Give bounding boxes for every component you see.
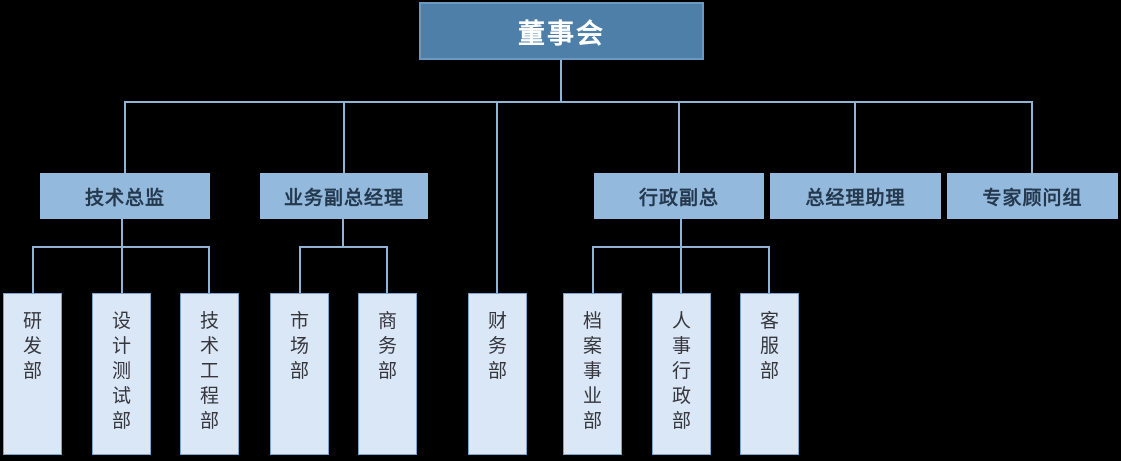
connector <box>496 101 498 293</box>
dept-tech-engineering: 技 术 工 程 部 <box>180 293 239 455</box>
dept-design-testing: 设 计 测 试 部 <box>92 293 151 455</box>
connector <box>299 246 301 293</box>
connector <box>342 219 344 247</box>
node-board: 董事会 <box>419 2 704 60</box>
dept-rd: 研 发 部 <box>3 293 62 455</box>
connector <box>208 246 210 293</box>
node-admin-deputy: 行政副总 <box>594 173 764 219</box>
dept-customer-service: 客 服 部 <box>740 293 799 455</box>
dept-archives: 档 案 事 业 部 <box>563 293 622 455</box>
connector <box>32 246 210 248</box>
connector <box>592 246 594 293</box>
connector <box>560 60 562 101</box>
connector <box>768 246 770 293</box>
connector <box>854 101 856 173</box>
node-business-deputy-gm: 业务副总经理 <box>260 173 428 219</box>
connector <box>124 101 1033 103</box>
connector <box>386 246 388 293</box>
connector <box>592 246 770 248</box>
connector <box>299 246 388 248</box>
dept-hr-admin: 人 事 行 政 部 <box>652 293 711 455</box>
node-tech-director: 技术总监 <box>40 173 210 219</box>
connector <box>121 219 123 293</box>
connector <box>678 101 680 173</box>
connector <box>124 101 126 173</box>
connector <box>1031 101 1033 173</box>
node-expert-advisors: 专家顾问组 <box>947 173 1118 219</box>
dept-commerce: 商 务 部 <box>358 293 417 455</box>
dept-marketing: 市 场 部 <box>270 293 329 455</box>
connector <box>32 246 34 293</box>
connector <box>680 219 682 293</box>
node-gm-assistant: 总经理助理 <box>770 173 941 219</box>
dept-finance: 财 务 部 <box>468 293 527 455</box>
connector <box>343 101 345 173</box>
